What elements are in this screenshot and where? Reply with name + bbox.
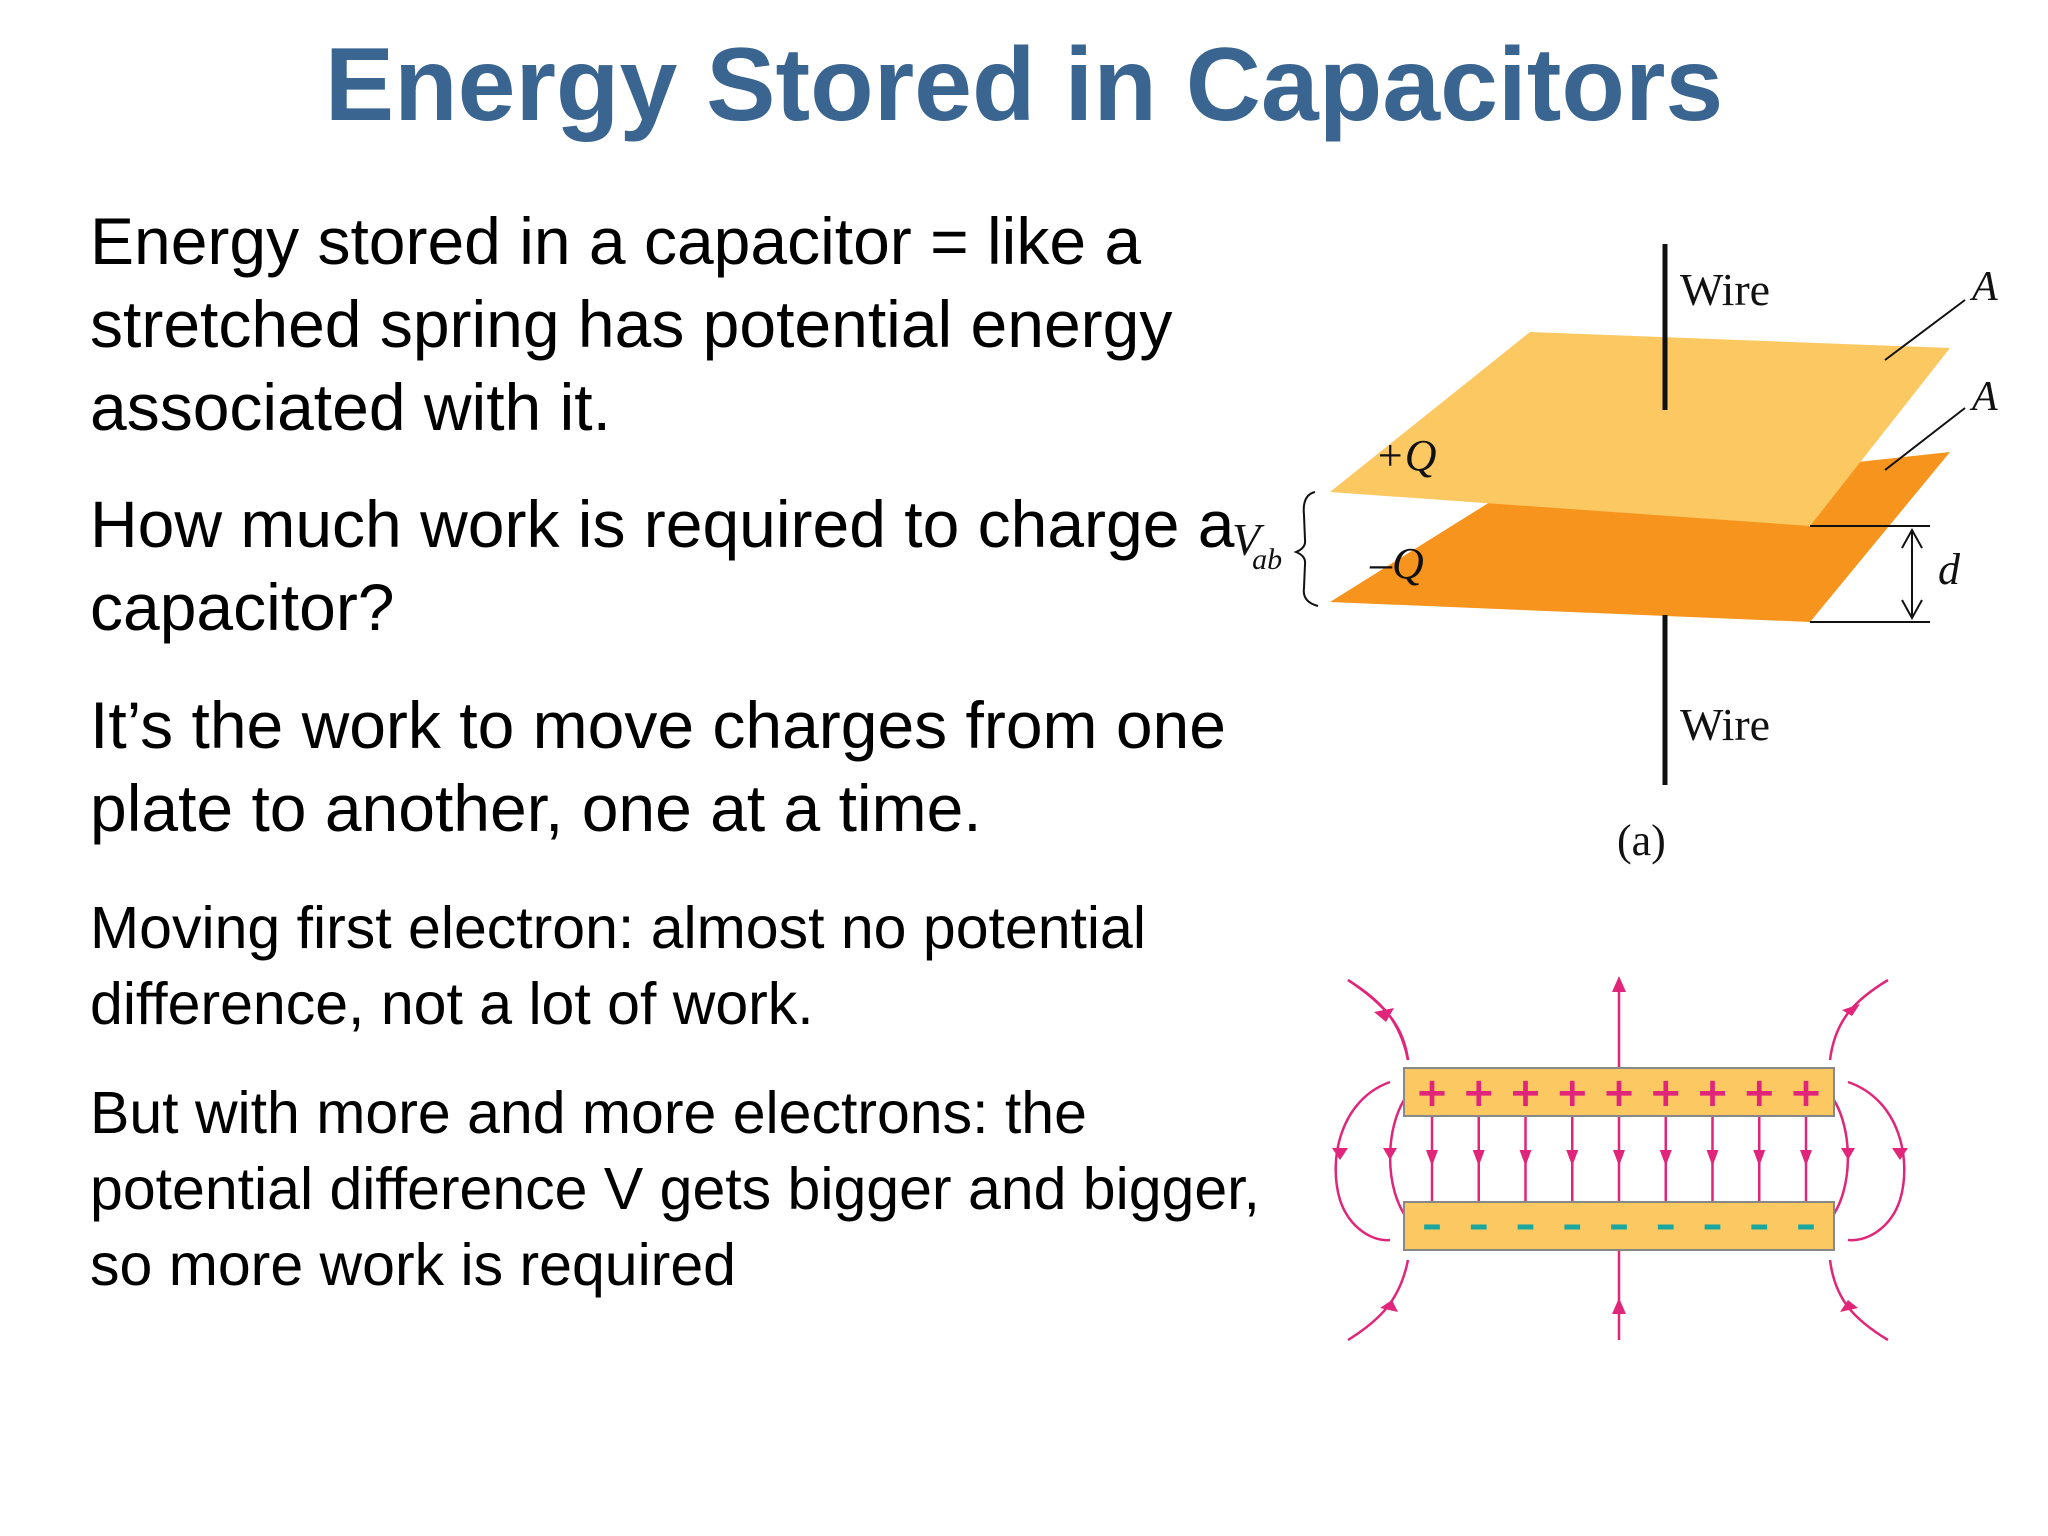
inner-field-arrowhead: [1613, 1150, 1625, 1166]
paragraph-more-electrons: But with more and more electrons: the po…: [90, 1080, 1260, 1298]
voltage-main: V: [1232, 514, 1265, 565]
inner-field-arrowhead: [1659, 1150, 1672, 1166]
area-label-top: A: [1969, 264, 1998, 310]
plus-sign: +: [1742, 1070, 1776, 1116]
minus-sign: –: [1469, 1202, 1489, 1248]
minus-sign: –: [1656, 1202, 1676, 1248]
voltage-brace: [1293, 491, 1319, 607]
minus-sign: –: [1749, 1202, 1769, 1248]
negative-plate: [1403, 1201, 1835, 1251]
inner-field-arrowhead: [1800, 1150, 1812, 1166]
inner-field-arrowhead: [1706, 1150, 1719, 1166]
slide-title: Energy Stored in Capacitors: [324, 27, 1724, 143]
field-lines-figure: +++++++++ –––––––––: [1332, 976, 1908, 1342]
minus-sign: –: [1796, 1202, 1816, 1248]
distance-arrowhead-bottom: [1901, 599, 1923, 621]
inner-field-arrowhead: [1566, 1150, 1579, 1166]
plus-signs: + + + + + + + + +: [1415, 1070, 1823, 1116]
paragraph-spring-analogy: Energy stored in a capacitor = like a st…: [90, 204, 1173, 444]
wire-top-label: Wire: [1680, 264, 1770, 315]
voltage-sub: ab: [1252, 543, 1282, 576]
inner-field-arrowhead: [1519, 1150, 1532, 1166]
paragraph-move-charges: It’s the work to move charges from one p…: [90, 688, 1226, 845]
plus-sign: +: [1509, 1070, 1543, 1116]
minus-sign: –: [1516, 1202, 1536, 1248]
top-plate: [1330, 332, 1950, 526]
area-leader-top: [1884, 299, 1966, 361]
inner-field-arrowhead: [1753, 1150, 1766, 1166]
inner-field-arrowhead: [1426, 1150, 1438, 1166]
minus-sign: –: [1562, 1202, 1582, 1248]
distance-label: d: [1938, 545, 1961, 594]
minus-sign: –: [1609, 1202, 1629, 1248]
positive-plate: [1403, 1067, 1835, 1117]
plus-sign: +: [1649, 1070, 1683, 1116]
plus-sign: +: [1415, 1070, 1449, 1116]
area-label-bottom: A: [1969, 374, 1998, 420]
minus-sign: –: [1703, 1202, 1723, 1248]
plus-q-label: +Q: [1375, 431, 1436, 480]
capacitor-perspective-figure: Wire Wire A A +Q –Q d Vab (a): [1232, 244, 1998, 865]
minus-signs: –––––––––: [1422, 1202, 1816, 1248]
plus-sign: +: [1789, 1070, 1823, 1116]
figure-a-caption: (a): [1617, 816, 1666, 865]
minus-sign: –: [1422, 1202, 1442, 1248]
fringe-arrowheads: [1332, 976, 1908, 1314]
voltage-label: Vab: [1232, 514, 1282, 576]
minus-q-label: –Q: [1369, 539, 1424, 588]
plus-sign: +: [1696, 1070, 1730, 1116]
wire-bottom-label: Wire: [1680, 699, 1770, 750]
distance-arrowhead-top: [1901, 527, 1923, 549]
plus-sign: +: [1462, 1070, 1496, 1116]
inner-field-lines: [1426, 1116, 1812, 1202]
inner-field-arrowhead: [1472, 1150, 1485, 1166]
paragraph-first-electron: Moving first electron: almost no potenti…: [90, 895, 1146, 1037]
paragraph-work-question: How much work is required to charge a ca…: [90, 487, 1235, 644]
area-leader-bottom: [1884, 407, 1966, 471]
plus-sign: +: [1555, 1070, 1589, 1116]
plus-sign: +: [1602, 1070, 1636, 1116]
